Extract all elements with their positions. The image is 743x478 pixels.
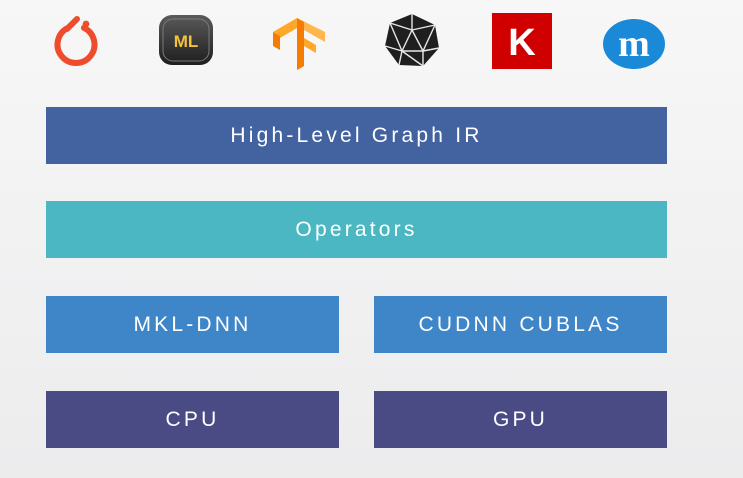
cudnn-cublas-label: CUDNN CUBLAS [418,312,623,336]
tensorflow-logo-icon [267,10,331,70]
cpu-label: CPU [165,407,220,431]
pytorch-logo-icon [44,10,108,70]
mxnet-logo-icon: m [602,10,666,70]
mxnet-logo-text: m [618,23,650,65]
mkl-dnn-label: MKL-DNN [133,312,252,336]
keras-logo-text: K [508,22,536,64]
cudnn-cublas-block: CUDNN CUBLAS [374,296,667,353]
coreml-logo-icon: ML [154,10,218,70]
mkl-dnn-block: MKL-DNN [46,296,339,353]
polyhedron-logo-icon [380,10,444,70]
gpu-block: GPU [374,391,667,448]
graph-ir-label: High-Level Graph IR [230,123,483,147]
coreml-logo-text: ML [174,32,199,51]
operators-block: Operators [46,201,667,258]
operators-label: Operators [295,217,418,241]
keras-logo-icon: K [490,10,554,70]
graph-ir-block: High-Level Graph IR [46,107,667,164]
cpu-block: CPU [46,391,339,448]
gpu-label: GPU [492,407,549,431]
